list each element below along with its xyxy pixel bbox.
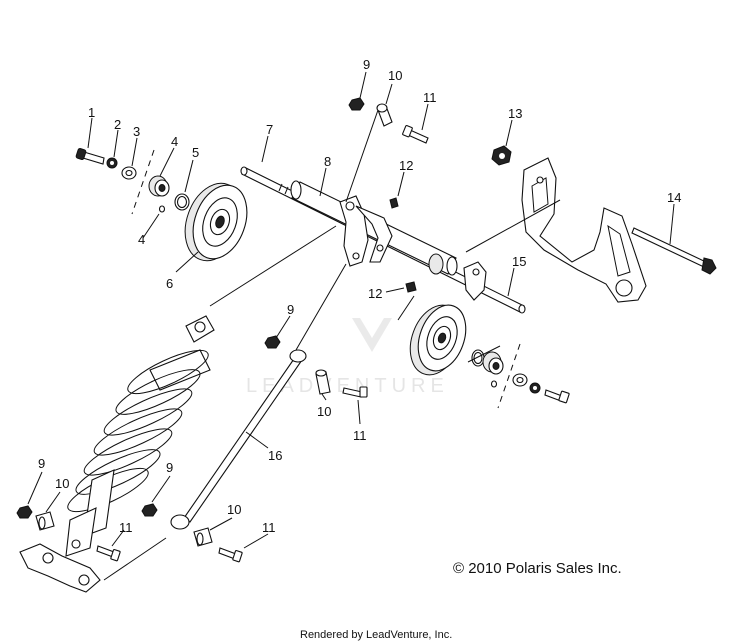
- callout-11-mid: 11: [353, 428, 367, 443]
- snap-ring-right-small: [490, 380, 498, 388]
- link-rod-16: [170, 349, 307, 530]
- footer-credit: Rendered by LeadVenture, Inc.: [300, 629, 452, 641]
- bolt-11-lower-left: [96, 545, 121, 562]
- callout-9-lower-mid: 9: [166, 460, 173, 475]
- pivot-bracket-right: [463, 261, 487, 301]
- bolt-11-mid: [342, 386, 368, 398]
- nut-9-top: [348, 97, 365, 111]
- callout-15: 15: [512, 254, 526, 269]
- lock-washer-right: [529, 382, 541, 394]
- callout-16: 16: [268, 448, 282, 463]
- shock-absorber: [19, 315, 215, 593]
- idler-wheel-6: [184, 182, 248, 262]
- callout-5: 5: [192, 145, 199, 160]
- bearing-right: [482, 351, 504, 375]
- grease-fitting-12-mid: [405, 281, 417, 293]
- callout-10-top: 10: [388, 68, 402, 83]
- center-marks: [131, 149, 521, 409]
- callout-12-top: 12: [399, 158, 413, 173]
- nut-13: [491, 145, 512, 166]
- copyright-text: © 2010 Polaris Sales Inc.: [453, 560, 622, 577]
- callout-10-lower-left: 10: [55, 476, 69, 491]
- watermark: LEADVENTURE: [246, 318, 449, 397]
- nut-9-lower-left: [16, 505, 33, 519]
- lock-washer-2: [106, 157, 118, 169]
- callout-labels: 1 2 3 4 4 5 6 7 8 9 10 11 12 13 14 15 12…: [38, 57, 681, 535]
- callout-2: 2: [114, 117, 121, 132]
- leader-lines: [27, 71, 675, 581]
- callout-9-top: 9: [363, 57, 370, 72]
- bolt-14: [631, 227, 717, 275]
- bolt-1: [75, 148, 105, 165]
- callout-14: 14: [667, 190, 681, 205]
- callout-7: 7: [266, 122, 273, 137]
- rail-bracket: [521, 157, 647, 303]
- callout-10-lower-mid: 10: [227, 502, 241, 517]
- grease-fitting-12-top: [389, 197, 399, 209]
- nut-9-lower-mid: [141, 503, 158, 517]
- nut-9-mid: [264, 335, 281, 349]
- callout-3: 3: [133, 124, 140, 139]
- callout-13: 13: [508, 106, 522, 121]
- bolt-right: [544, 389, 570, 404]
- washer-3: [121, 166, 137, 180]
- callout-11-lower-left: 11: [119, 520, 133, 535]
- bearing-4: [148, 175, 170, 197]
- bushing-10-lower-mid: [193, 527, 213, 547]
- callout-4b: 4: [138, 232, 145, 247]
- callout-9-mid: 9: [287, 302, 294, 317]
- callout-11-lower-mid: 11: [262, 520, 276, 535]
- snap-ring-4: [158, 205, 166, 213]
- watermark-text: LEADVENTURE: [246, 375, 449, 397]
- callout-1: 1: [88, 105, 95, 120]
- callout-10-mid: 10: [317, 404, 331, 419]
- bolt-11-top: [402, 124, 429, 144]
- snap-ring-right: [471, 349, 485, 367]
- bolt-11-lower-mid: [218, 547, 243, 563]
- callout-9-lower-left: 9: [38, 456, 45, 471]
- idler-wheel-right: [409, 304, 467, 376]
- washer-right: [512, 373, 528, 387]
- callout-4a: 4: [171, 134, 178, 149]
- bushing-10-lower-left: [35, 511, 55, 531]
- callout-11-top: 11: [423, 90, 437, 105]
- bushing-10-top: [376, 103, 393, 127]
- snap-ring-5: [174, 193, 190, 211]
- bushing-10-mid: [315, 369, 331, 395]
- callout-6: 6: [166, 276, 173, 291]
- pivot-bracket-left: [339, 195, 393, 267]
- callout-12-mid: 12: [368, 286, 382, 301]
- callout-8: 8: [324, 154, 331, 169]
